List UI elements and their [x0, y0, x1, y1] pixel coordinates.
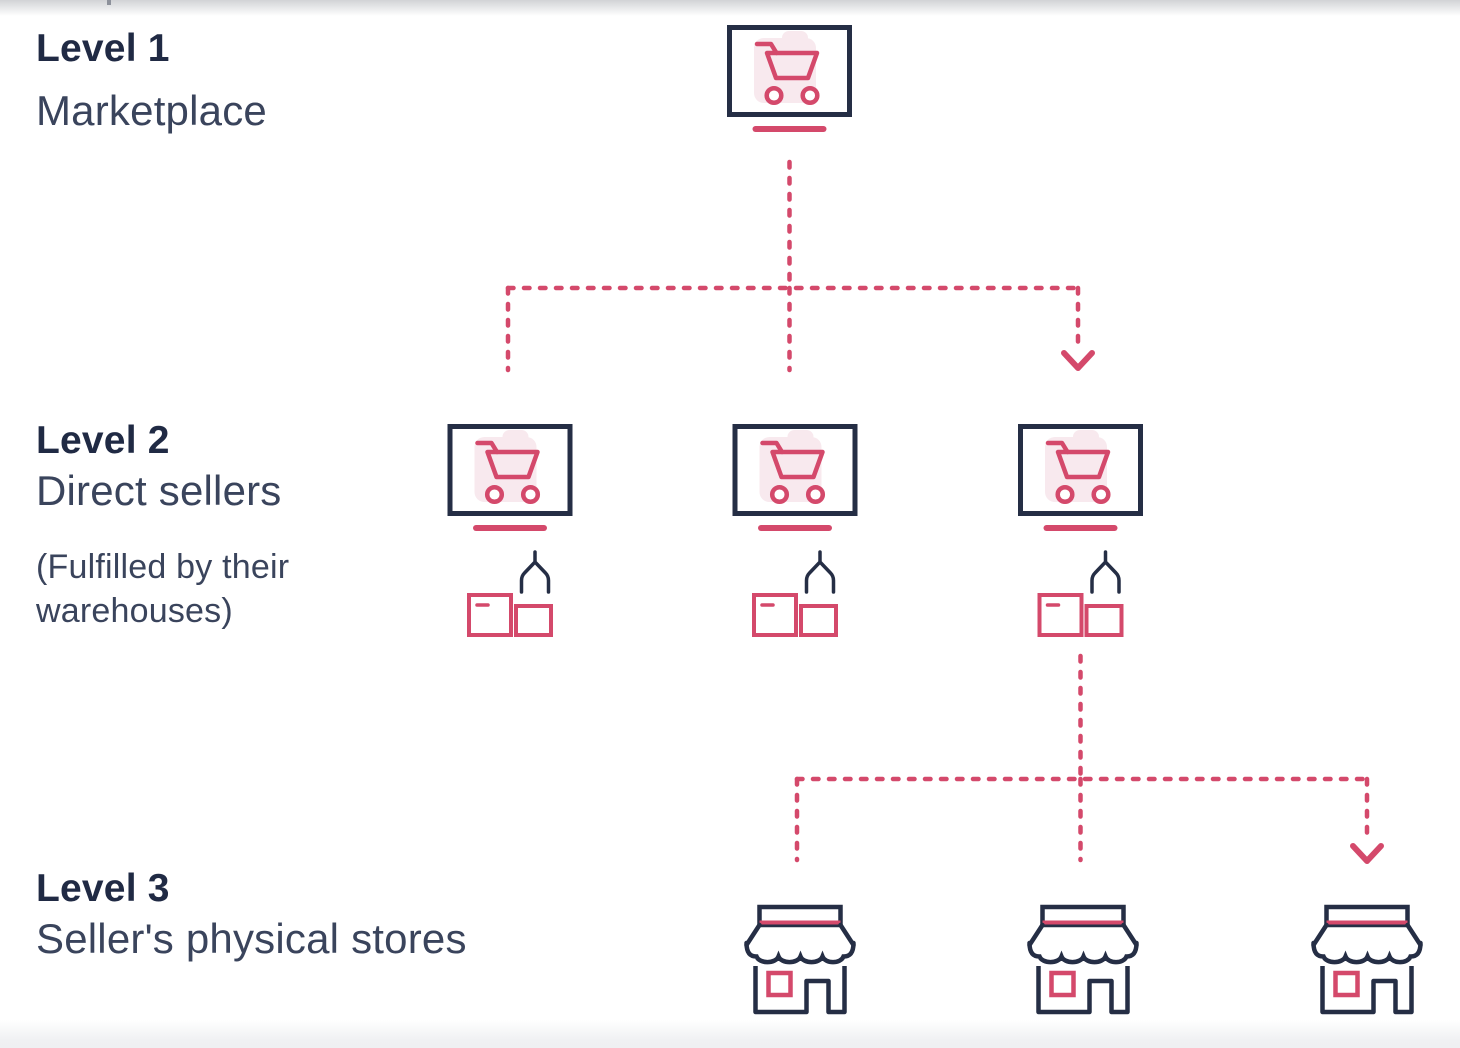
- level-1-label: Level 1 Marketplace: [36, 24, 267, 136]
- arrowhead-down-icon: [1061, 350, 1095, 371]
- connector-marketplace-to-sellers: [505, 159, 1095, 373]
- storefront-awning-icon: [747, 907, 854, 1012]
- level-2-note: (Fulfilled by their warehouses): [36, 548, 290, 630]
- warehouse-boxes-icon: [752, 593, 838, 637]
- level-3-label: Level 3 Seller's physical stores: [36, 864, 467, 964]
- level-3-subtitle: Seller's physical stores: [36, 915, 467, 962]
- node-direct-seller-2: [735, 427, 855, 637]
- level-2-subtitle: Direct sellers: [36, 467, 282, 514]
- warehouse-boxes-icon: [467, 593, 553, 637]
- monitor-shopping-cart-icon: [735, 427, 855, 529]
- claw-hook-icon: [519, 550, 551, 594]
- node-direct-seller-3: [1021, 427, 1141, 637]
- claw-hook-icon: [1090, 550, 1121, 594]
- page-top-gradient: [0, 0, 1460, 16]
- node-physical-store-3: [1314, 907, 1421, 1012]
- claw-hook-icon: [804, 550, 836, 594]
- monitor-shopping-cart-icon: [730, 28, 850, 130]
- level-1-title: Level 1: [36, 27, 170, 70]
- arrowhead-down-icon: [1350, 843, 1384, 864]
- monitor-shopping-cart-icon: [450, 427, 570, 529]
- connector-seller3-to-stores: [794, 653, 1384, 864]
- storefront-awning-icon: [1314, 907, 1421, 1012]
- node-marketplace: [730, 28, 850, 130]
- node-physical-store-2: [1030, 907, 1137, 1012]
- level-1-subtitle: Marketplace: [36, 87, 267, 134]
- storefront-awning-icon: [1030, 907, 1137, 1012]
- level-3-title: Level 3: [36, 867, 170, 910]
- level-2-title: Level 2: [36, 419, 170, 462]
- warehouse-boxes-icon: [1037, 593, 1124, 637]
- node-physical-store-1: [747, 907, 854, 1012]
- monitor-shopping-cart-icon: [1021, 427, 1141, 529]
- level-2-label: Level 2 Direct sellers: [36, 416, 282, 516]
- page-bottom-gradient: [0, 1020, 1460, 1048]
- node-direct-seller-1: [450, 427, 570, 637]
- page-top-tick: [107, 0, 111, 5]
